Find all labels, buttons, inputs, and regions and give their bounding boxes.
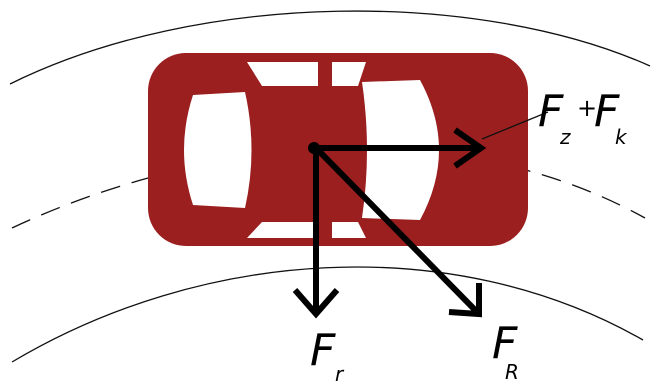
label-diag-sub: R <box>505 360 519 381</box>
car-side-window-top-front <box>332 62 366 86</box>
label-down-f: F <box>310 325 336 376</box>
vector-diagonal-shaft <box>313 145 482 317</box>
arrowhead-icon <box>453 127 487 169</box>
car-rear-window <box>184 92 252 208</box>
car-side-window-top-rear <box>247 62 318 86</box>
label-diag-f: F <box>492 318 518 369</box>
label-sum-plus: + <box>577 94 597 122</box>
force-origin-point <box>308 142 320 154</box>
road-inner-edge <box>11 266 644 363</box>
label-sum-sub2: k <box>615 125 628 149</box>
car-top-view-icon <box>148 53 528 246</box>
label-sum-f1: F <box>538 86 564 137</box>
label-diag: F R <box>492 318 522 381</box>
arrowhead-icon <box>448 283 482 318</box>
label-sum: F z + F k <box>538 86 628 149</box>
label-leader-line <box>481 111 549 140</box>
label-sum-sub1: z <box>559 125 571 149</box>
road-outer-edge <box>9 10 651 85</box>
arrowhead-icon <box>292 288 340 319</box>
car-side-window-bottom-rear <box>247 222 318 238</box>
label-down-sub: r <box>335 362 345 381</box>
force-vectors <box>292 127 487 319</box>
label-sum-f2: F <box>594 86 620 137</box>
label-down: F r <box>310 325 345 381</box>
car-side-window-bottom-front <box>332 222 366 238</box>
